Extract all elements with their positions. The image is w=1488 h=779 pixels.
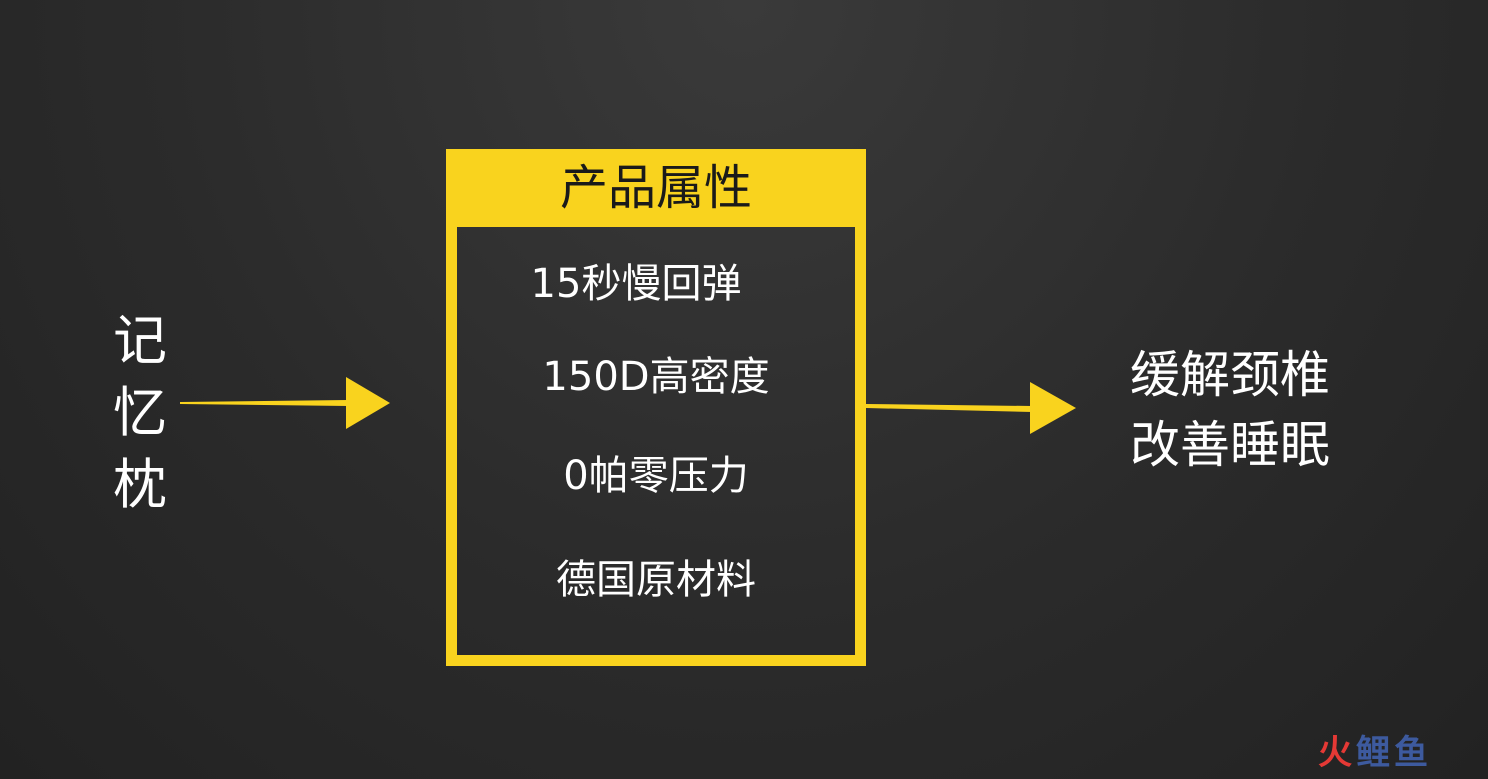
attribute-item: 德国原材料: [556, 557, 756, 603]
input-label-char: 忆: [113, 381, 167, 444]
product-attributes-box: 产品属性 15秒慢回弹 150D高密度 0帕零压力 德国原材料: [446, 149, 866, 666]
box-frame: [446, 149, 866, 666]
input-label-char: 记: [113, 309, 167, 372]
output-arrow: [866, 379, 1080, 437]
output-label: 缓解颈椎 改善睡眠: [1110, 340, 1350, 480]
output-line-2: 改善睡眠: [1130, 416, 1330, 474]
attribute-item: 15秒慢回弹: [530, 261, 742, 307]
watermark-logo: 火鲤鱼: [1318, 732, 1468, 774]
box-header: 产品属性: [446, 149, 866, 227]
watermark-char: 鱼: [1394, 733, 1432, 773]
attribute-item: 0帕零压力: [563, 453, 749, 499]
input-arrow: [180, 374, 394, 432]
watermark-char: 鲤: [1356, 733, 1394, 773]
attribute-item: 150D高密度: [542, 354, 770, 400]
output-line-1: 缓解颈椎: [1130, 346, 1330, 404]
watermark-char: 火: [1318, 733, 1356, 773]
input-label: 记忆枕: [108, 305, 172, 521]
input-label-char: 枕: [113, 453, 167, 516]
